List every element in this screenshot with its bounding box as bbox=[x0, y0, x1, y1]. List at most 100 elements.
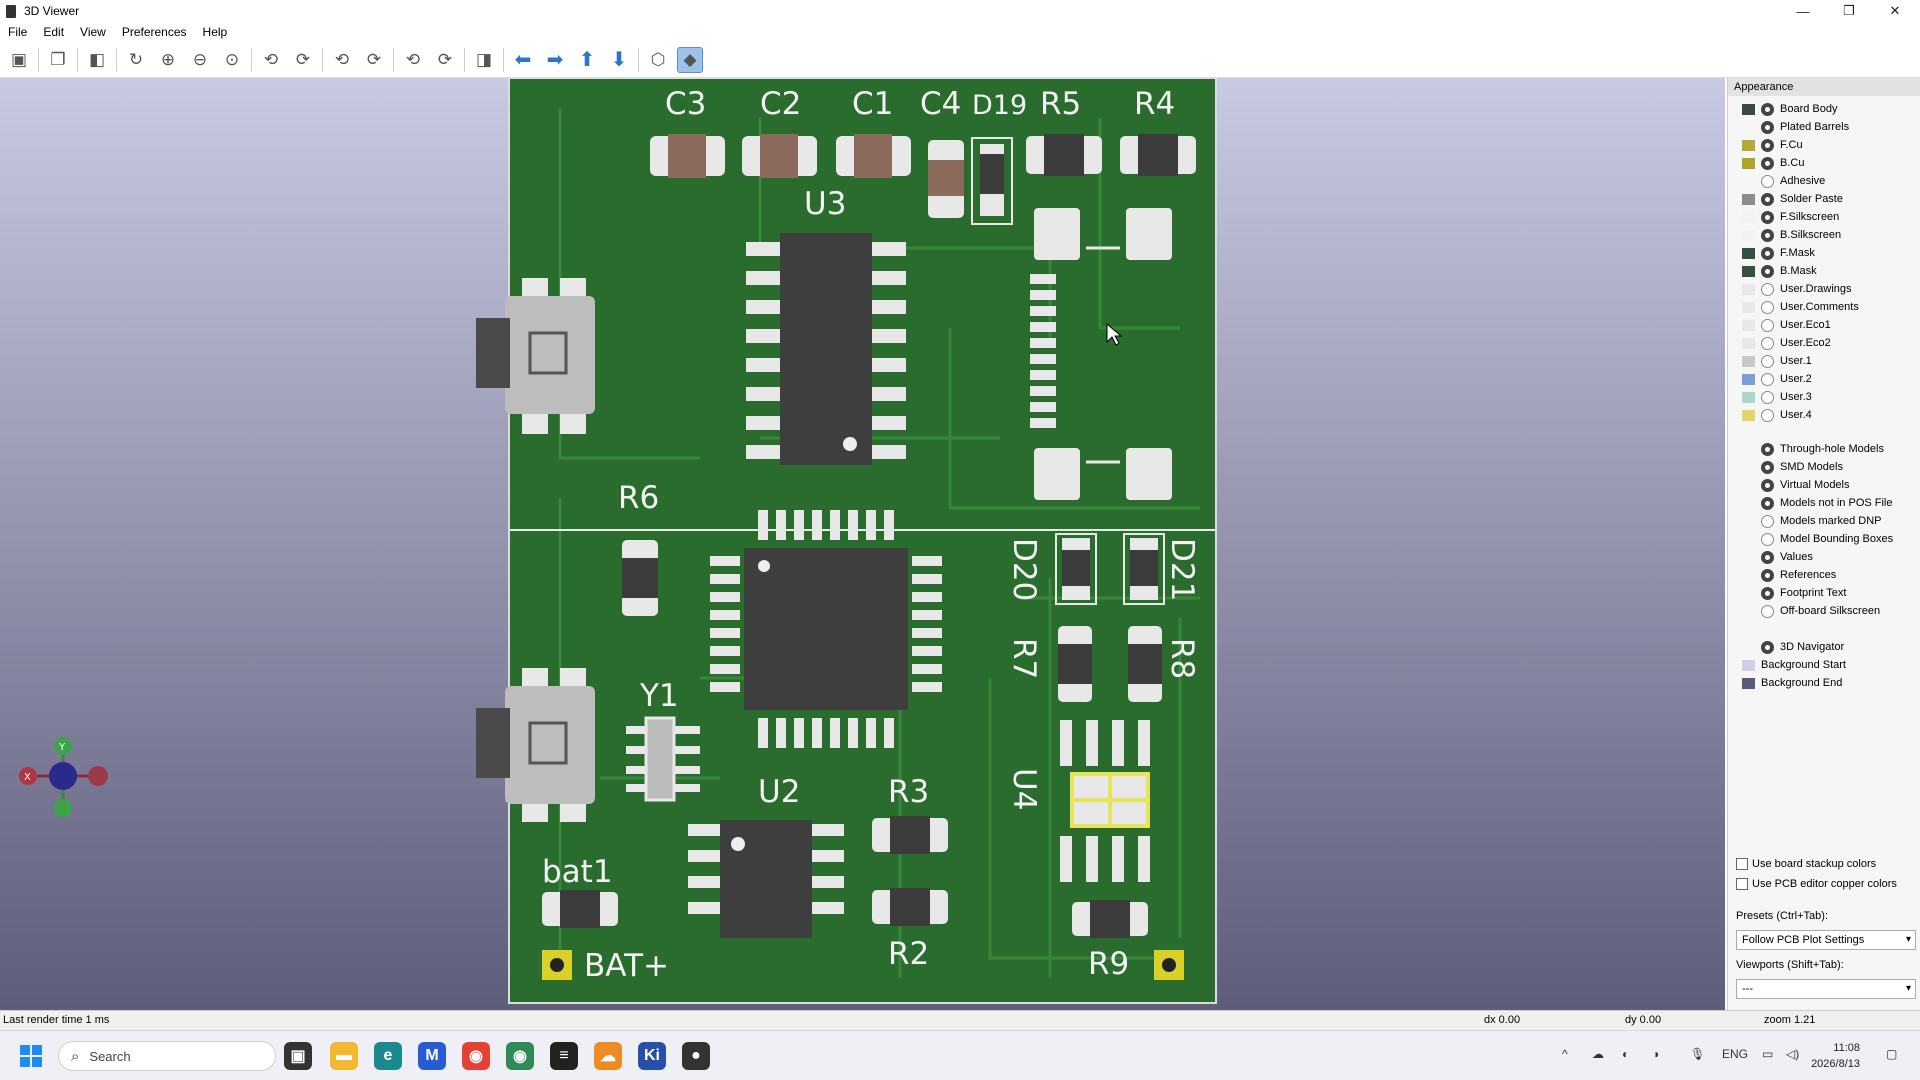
color-swatch[interactable] bbox=[1742, 570, 1755, 581]
eye-off-icon[interactable] bbox=[1761, 390, 1774, 404]
ortho-icon[interactable]: ⬡ bbox=[650, 49, 666, 69]
minimize-button[interactable]: — bbox=[1796, 3, 1810, 19]
color-swatch[interactable] bbox=[1742, 139, 1755, 151]
eye-icon[interactable] bbox=[1761, 246, 1774, 260]
appearance-row-through-hole-models[interactable]: Through-hole Models bbox=[1728, 440, 1920, 458]
rotate-z-cw-icon[interactable]: ⟲ bbox=[405, 49, 421, 69]
appearance-row-board-body[interactable]: Board Body bbox=[1728, 100, 1920, 118]
color-swatch[interactable] bbox=[1742, 319, 1755, 331]
zoom-out-icon[interactable]: ⊖ bbox=[192, 49, 208, 69]
color-swatch[interactable] bbox=[1742, 176, 1755, 187]
eye-icon[interactable] bbox=[1761, 586, 1774, 600]
color-swatch[interactable] bbox=[1742, 534, 1755, 545]
3d-navigator[interactable]: Y X bbox=[19, 737, 108, 817]
color-swatch[interactable] bbox=[1742, 283, 1755, 295]
menu-file[interactable]: File bbox=[8, 25, 28, 39]
use-stackup-colors-checkbox[interactable]: Use board stackup colors bbox=[1736, 858, 1876, 870]
menu-preferences[interactable]: Preferences bbox=[121, 25, 187, 39]
eye-icon[interactable] bbox=[1761, 460, 1774, 474]
microphone-icon[interactable]: 🎙 bbox=[1690, 1047, 1706, 1061]
color-swatch[interactable] bbox=[1742, 247, 1755, 259]
appearance-row-f-silkscreen[interactable]: F.Silkscreen bbox=[1728, 208, 1920, 226]
eye-icon[interactable] bbox=[1761, 568, 1774, 582]
eye-icon[interactable] bbox=[1761, 192, 1774, 206]
eye-icon[interactable] bbox=[1761, 478, 1774, 492]
appearance-row-background-start[interactable]: Background Start bbox=[1728, 656, 1920, 674]
color-swatch[interactable] bbox=[1742, 516, 1755, 527]
eye-icon[interactable] bbox=[1761, 102, 1774, 116]
export-image-icon[interactable]: ▣ bbox=[10, 49, 28, 69]
recording-app-icon[interactable]: ● bbox=[682, 1042, 710, 1070]
color-swatch[interactable] bbox=[1742, 498, 1755, 509]
copy-icon[interactable]: ❐ bbox=[50, 49, 66, 69]
color-swatch[interactable] bbox=[1742, 391, 1755, 403]
appearance-row-solder-paste[interactable]: Solder Paste bbox=[1728, 190, 1920, 208]
color-swatch[interactable] bbox=[1742, 122, 1755, 133]
color-swatch[interactable] bbox=[1742, 606, 1755, 617]
appearance-row-user-3[interactable]: User.3 bbox=[1728, 388, 1920, 406]
move-up-icon[interactable]: ⬆ bbox=[578, 49, 596, 71]
taskbar-search[interactable]: ⌕ Search bbox=[58, 1041, 276, 1071]
display-icon[interactable]: ▭ bbox=[1762, 1047, 1774, 1061]
eye-off-icon[interactable] bbox=[1761, 336, 1774, 350]
appearance-row-user-drawings[interactable]: User.Drawings bbox=[1728, 280, 1920, 298]
eye-off-icon[interactable] bbox=[1761, 604, 1774, 618]
cloud-app-icon[interactable]: ☁ bbox=[594, 1042, 622, 1070]
color-swatch[interactable] bbox=[1742, 229, 1755, 241]
color-swatch[interactable] bbox=[1742, 355, 1755, 367]
appearance-row-f-cu[interactable]: F.Cu bbox=[1728, 136, 1920, 154]
appearance-row-models-not-in-pos-file[interactable]: Models not in POS File bbox=[1728, 494, 1920, 512]
color-swatch[interactable] bbox=[1742, 552, 1755, 563]
color-swatch[interactable] bbox=[1742, 659, 1755, 671]
rotate-z-ccw-icon[interactable]: ⟳ bbox=[437, 49, 453, 69]
file-explorer-icon[interactable]: ▬ bbox=[330, 1042, 358, 1070]
color-swatch[interactable] bbox=[1742, 193, 1755, 205]
color-swatch[interactable] bbox=[1742, 642, 1755, 653]
rotate-x-cw-icon[interactable]: ⟲ bbox=[263, 49, 279, 69]
appearance-row-models-marked-dnp[interactable]: Models marked DNP bbox=[1728, 512, 1920, 530]
kicad-icon[interactable]: Ki bbox=[638, 1042, 666, 1070]
reload-icon[interactable]: ↻ bbox=[128, 49, 144, 69]
move-left-icon[interactable]: ⬅ bbox=[514, 49, 532, 71]
eye-off-icon[interactable] bbox=[1761, 318, 1774, 332]
eye-icon[interactable] bbox=[1761, 496, 1774, 510]
raytrace-icon[interactable]: ◧ bbox=[88, 49, 106, 69]
eye-off-icon[interactable] bbox=[1761, 532, 1774, 546]
appearance-row-user-eco1[interactable]: User.Eco1 bbox=[1728, 316, 1920, 334]
appearance-row-values[interactable]: Values bbox=[1728, 548, 1920, 566]
eye-off-icon[interactable] bbox=[1761, 372, 1774, 386]
tray-chevron-icon[interactable]: ^ bbox=[1562, 1047, 1568, 1061]
use-pcb-copper-colors-checkbox[interactable]: Use PCB editor copper colors bbox=[1736, 878, 1897, 890]
color-swatch[interactable] bbox=[1742, 409, 1755, 421]
notification-icon[interactable]: ▢ bbox=[1886, 1047, 1898, 1061]
eye-icon[interactable] bbox=[1761, 210, 1774, 224]
appearance-row-b-mask[interactable]: B.Mask bbox=[1728, 262, 1920, 280]
presets-select[interactable]: Follow PCB Plot Settings▾ bbox=[1736, 930, 1916, 950]
appearance-row-b-cu[interactable]: B.Cu bbox=[1728, 154, 1920, 172]
appearance-row-plated-barrels[interactable]: Plated Barrels bbox=[1728, 118, 1920, 136]
eye-off-icon[interactable] bbox=[1761, 408, 1774, 422]
zoom-in-icon[interactable]: ⊕ bbox=[160, 49, 176, 69]
appearance-row-footprint-text[interactable]: Footprint Text bbox=[1728, 584, 1920, 602]
eye-off-icon[interactable] bbox=[1761, 282, 1774, 296]
app-dark-icon[interactable]: ≡ bbox=[550, 1042, 578, 1070]
appearance-row-virtual-models[interactable]: Virtual Models bbox=[1728, 476, 1920, 494]
appearance-row-user-eco2[interactable]: User.Eco2 bbox=[1728, 334, 1920, 352]
color-swatch[interactable] bbox=[1742, 677, 1755, 689]
color-swatch[interactable] bbox=[1742, 373, 1755, 385]
start-button[interactable] bbox=[20, 1045, 42, 1067]
eye-off-icon[interactable] bbox=[1761, 514, 1774, 528]
appearance-row-references[interactable]: References bbox=[1728, 566, 1920, 584]
layers-manager-icon[interactable]: ◆ bbox=[677, 46, 703, 73]
move-right-icon[interactable]: ➡ bbox=[546, 49, 564, 71]
rotate-x-ccw-icon[interactable]: ⟳ bbox=[295, 49, 311, 69]
appearance-row-adhesive[interactable]: Adhesive bbox=[1728, 172, 1920, 190]
menu-edit[interactable]: Edit bbox=[43, 25, 65, 39]
3d-viewport[interactable]: C3 C2 C1 C4 D19 R5 R4 U3 R6 Y1 U2 R3 R2 … bbox=[0, 78, 1725, 1010]
appearance-row-user-2[interactable]: User.2 bbox=[1728, 370, 1920, 388]
app-m-icon[interactable]: M bbox=[418, 1042, 446, 1070]
viewports-select[interactable]: ---▾ bbox=[1736, 979, 1916, 999]
eye-icon[interactable] bbox=[1761, 264, 1774, 278]
color-swatch[interactable] bbox=[1742, 444, 1755, 455]
security-icon[interactable]: ◑ bbox=[1652, 1047, 1660, 1061]
